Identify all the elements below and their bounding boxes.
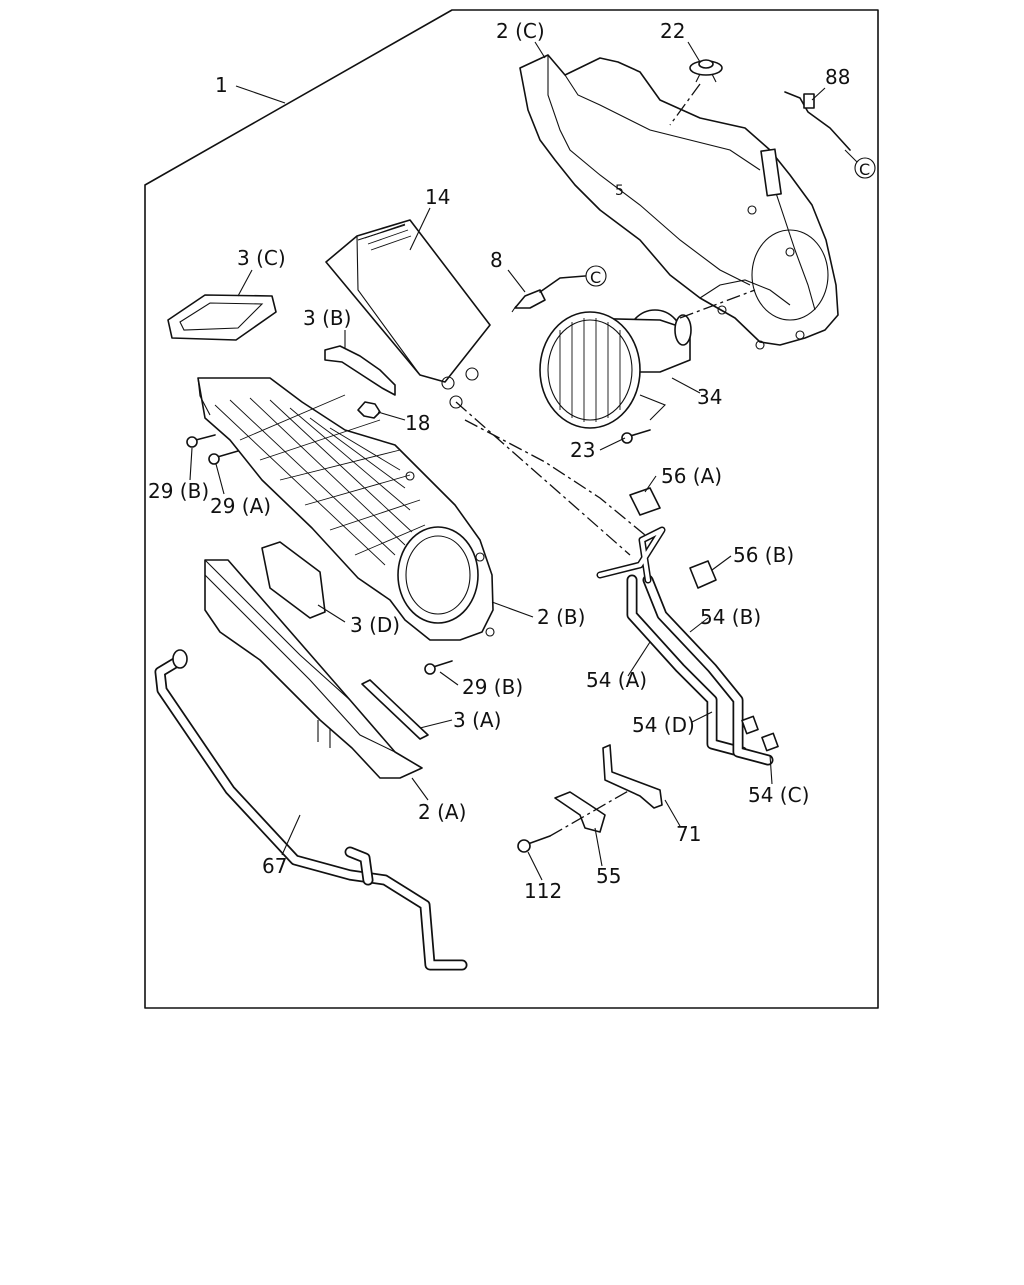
label-29a: 29 (A)	[210, 494, 271, 518]
screw-29b-top	[186, 434, 216, 448]
label-88: 88	[825, 65, 850, 89]
seal-3a	[361, 679, 429, 740]
seal-3c	[167, 294, 277, 341]
bracket-71	[602, 744, 663, 809]
label-1: 1	[215, 73, 228, 97]
pipe-54b	[642, 574, 774, 766]
pipe-54a	[626, 574, 748, 758]
ref-c-callout-88: C	[859, 160, 870, 179]
housing-2c: 5	[519, 54, 839, 350]
svg-text:5: 5	[615, 183, 624, 199]
label-54b: 54 (B)	[700, 605, 761, 629]
leader-lines	[189, 41, 858, 881]
duct-2a	[204, 559, 423, 779]
grommet-22	[689, 59, 723, 83]
ref-c-callout-8: C	[590, 268, 601, 287]
clamp-56b	[689, 560, 717, 589]
clamp-55	[554, 791, 606, 833]
label-14: 14	[425, 185, 450, 209]
clip-18	[357, 401, 381, 419]
label-8: 8	[490, 248, 503, 272]
blower-motor-34	[539, 309, 692, 429]
label-56a: 56 (A)	[661, 464, 722, 488]
label-54d: 54 (D)	[632, 713, 695, 737]
label-23: 23	[570, 438, 595, 462]
label-112: 112	[524, 879, 562, 903]
label-3a: 3 (A)	[453, 708, 501, 732]
wire-88	[784, 91, 851, 151]
label-2a: 2 (A)	[418, 800, 466, 824]
bolt-112	[517, 835, 551, 853]
label-3c: 3 (C)	[237, 246, 286, 270]
label-34: 34	[697, 385, 722, 409]
assembly-frame	[144, 9, 879, 1009]
pipe-54-upper	[596, 526, 666, 584]
fitting-54d	[741, 715, 759, 735]
seal-3d	[261, 541, 326, 619]
screw-29b-bottom	[424, 660, 453, 675]
label-55: 55	[596, 864, 621, 888]
hose-67	[154, 649, 468, 971]
label-3b: 3 (B)	[303, 306, 351, 330]
seal-3b	[324, 345, 396, 396]
label-2b: 2 (B)	[537, 605, 585, 629]
screw-29a	[208, 450, 239, 465]
housing-2b	[197, 377, 495, 641]
label-56b: 56 (B)	[733, 543, 794, 567]
sensor-8	[511, 275, 586, 313]
label-2c: 2 (C)	[496, 19, 545, 43]
label-54c: 54 (C)	[748, 783, 809, 807]
label-29b-bottom: 29 (B)	[462, 675, 523, 699]
heater-core-14	[325, 219, 491, 409]
label-71: 71	[676, 822, 701, 846]
label-3d: 3 (D)	[350, 613, 400, 637]
label-54a: 54 (A)	[586, 668, 647, 692]
fitting-54c	[761, 732, 779, 752]
label-18: 18	[405, 411, 430, 435]
clamp-56a	[629, 487, 661, 516]
label-22: 22	[660, 19, 685, 43]
label-67: 67	[262, 854, 287, 878]
label-29b-top: 29 (B)	[148, 479, 209, 503]
screw-23	[621, 429, 651, 444]
